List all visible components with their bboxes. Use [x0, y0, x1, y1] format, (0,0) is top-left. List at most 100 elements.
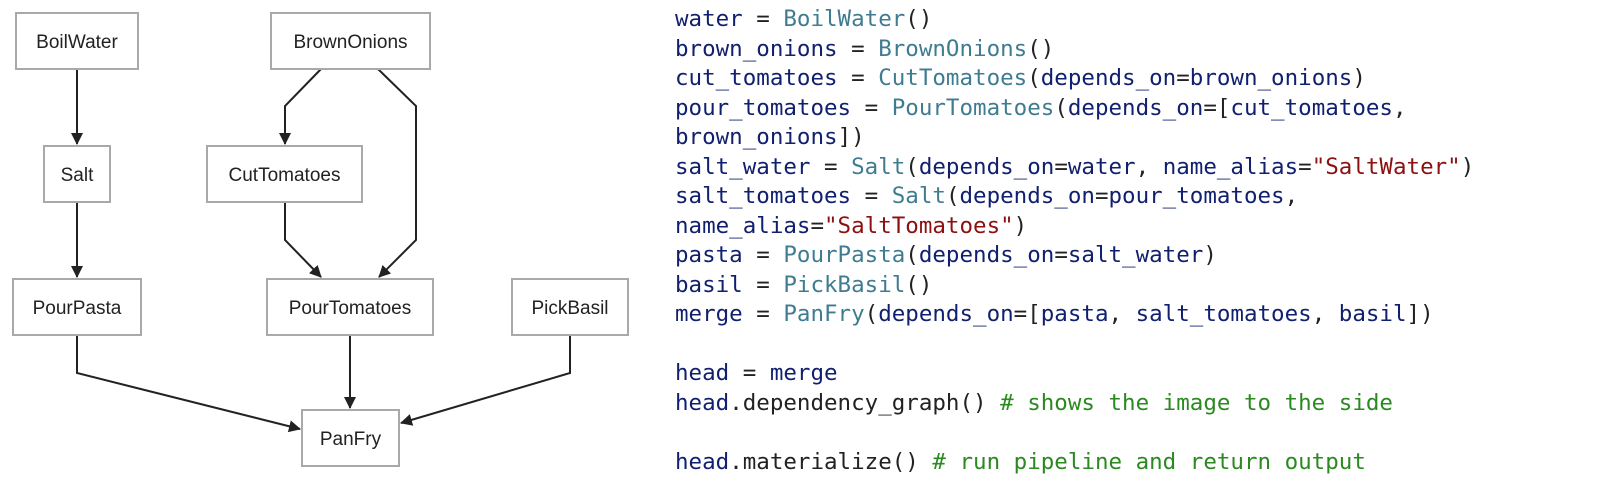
code-token: CutTomatoes	[878, 65, 1028, 91]
node-label: PickBasil	[531, 298, 608, 319]
code-token: =	[1298, 153, 1312, 180]
code-token: ()	[905, 6, 933, 32]
node-box	[206, 145, 363, 203]
code-line: head = merge	[675, 359, 1595, 389]
code-token: cut_tomatoes	[675, 65, 838, 91]
code-token: salt_tomatoes	[675, 183, 852, 209]
code-token: =	[1054, 153, 1068, 180]
code-token: =[	[1013, 301, 1041, 327]
code-token: pasta	[675, 242, 743, 268]
node-pourpasta: PourPasta	[12, 278, 142, 336]
code-token: ,	[1135, 153, 1163, 180]
code-token: brown_onions	[675, 124, 838, 150]
node-panfry: PanFry	[301, 409, 400, 467]
node-label: CutTomatoes	[229, 165, 341, 186]
code-token: =	[742, 6, 784, 32]
edge-arrow	[284, 202, 322, 278]
code-token: )	[1352, 65, 1366, 91]
code-token: depends_on	[1067, 94, 1204, 121]
code-token: (	[864, 301, 879, 327]
code-token: )	[1460, 153, 1475, 180]
edge-cuttomatoes-to-pourtomatoes	[284, 202, 322, 278]
code-token: head	[675, 389, 730, 416]
code-token: )	[1203, 242, 1217, 268]
code-token: (	[905, 242, 919, 268]
code-token: # shows the image to the side	[1000, 389, 1393, 416]
code-token: water	[675, 6, 743, 32]
code-token: =	[1094, 183, 1109, 209]
node-box	[301, 409, 400, 467]
node-box	[266, 278, 434, 336]
code-line	[675, 330, 1595, 360]
code-token: =	[1054, 242, 1068, 268]
code-line: salt_water = Salt(depends_on=water, name…	[675, 153, 1595, 183]
node-salt: Salt	[43, 145, 111, 203]
code-token: =	[837, 65, 879, 91]
code-token: Salt	[891, 183, 946, 209]
code-token: =	[742, 301, 784, 327]
code-token: )	[1013, 212, 1028, 239]
code-token: salt_water	[1067, 242, 1204, 268]
code-token: depends_on	[959, 183, 1095, 209]
code-token: name_alias	[675, 212, 811, 239]
node-pickbasil: PickBasil	[511, 278, 629, 336]
code-token: Salt	[851, 153, 906, 180]
code-token: merge	[769, 360, 838, 386]
code-token: =[	[1203, 94, 1231, 121]
code-token: depends_on	[918, 153, 1055, 180]
code-line: name_alias="SaltTomatoes")	[675, 212, 1595, 242]
code-token: =	[742, 242, 784, 268]
code-token: brown_onions	[1189, 65, 1353, 91]
code-token: head	[675, 360, 730, 386]
edge-arrow	[377, 68, 417, 278]
code-line: cut_tomatoes = CutTomatoes(depends_on=br…	[675, 64, 1595, 94]
code-token: PickBasil	[783, 271, 906, 298]
code-token: depends_on	[878, 301, 1014, 327]
code-token: =	[837, 35, 879, 62]
code-token: =	[810, 153, 852, 180]
code-token: name_alias	[1162, 153, 1299, 180]
code-token: =	[729, 360, 770, 386]
code-line: basil = PickBasil()	[675, 271, 1595, 301]
node-label: PourPasta	[33, 298, 122, 319]
code-token: # run pipeline and return output	[932, 448, 1366, 475]
code-token: =	[742, 271, 784, 298]
node-label: BoilWater	[36, 32, 118, 53]
code-token: .dependency_graph()	[729, 389, 1001, 416]
node-box	[270, 12, 431, 70]
code-token: PourPasta	[783, 242, 906, 268]
code-line: pour_tomatoes = PourTomatoes(depends_on=…	[675, 94, 1595, 124]
node-box	[12, 278, 142, 336]
code-token: basil	[675, 271, 743, 298]
code-token: PourTomatoes	[891, 94, 1055, 121]
node-box	[15, 12, 139, 70]
code-token: pour_tomatoes	[1108, 183, 1285, 209]
node-box	[511, 278, 629, 336]
code-line: salt_tomatoes = Salt(depends_on=pour_tom…	[675, 182, 1595, 212]
code-token: =	[810, 212, 825, 239]
edge-pourpasta-to-panfry	[76, 335, 301, 433]
code-listing: water = BoilWater()brown_onions = BrownO…	[675, 5, 1595, 477]
code-token: ,	[1108, 301, 1136, 327]
edge-brownonions-to-cuttomatoes	[279, 68, 322, 145]
code-token: basil	[1338, 301, 1407, 327]
node-brownonions: BrownOnions	[270, 12, 431, 70]
edge-pickbasil-to-panfry	[400, 335, 571, 426]
code-line: head.materialize() # run pipeline and re…	[675, 448, 1595, 478]
code-token: .materialize()	[729, 448, 933, 475]
code-token: merge	[675, 301, 743, 327]
code-token: cut_tomatoes	[1230, 94, 1393, 121]
code-token: (	[945, 183, 960, 209]
node-box	[43, 145, 111, 203]
code-line: brown_onions = BrownOnions()	[675, 35, 1595, 65]
code-token: pasta	[1040, 301, 1109, 327]
code-token: BoilWater	[783, 6, 906, 32]
code-token: ,	[1392, 94, 1407, 121]
code-line: head.dependency_graph() # shows the imag…	[675, 389, 1595, 419]
code-line: pasta = PourPasta(depends_on=salt_water)	[675, 241, 1595, 271]
code-token: ])	[837, 124, 865, 150]
edge-arrow	[279, 68, 322, 145]
code-token: brown_onions	[675, 35, 838, 62]
node-label: PanFry	[320, 429, 382, 450]
code-token: ()	[1027, 35, 1055, 62]
